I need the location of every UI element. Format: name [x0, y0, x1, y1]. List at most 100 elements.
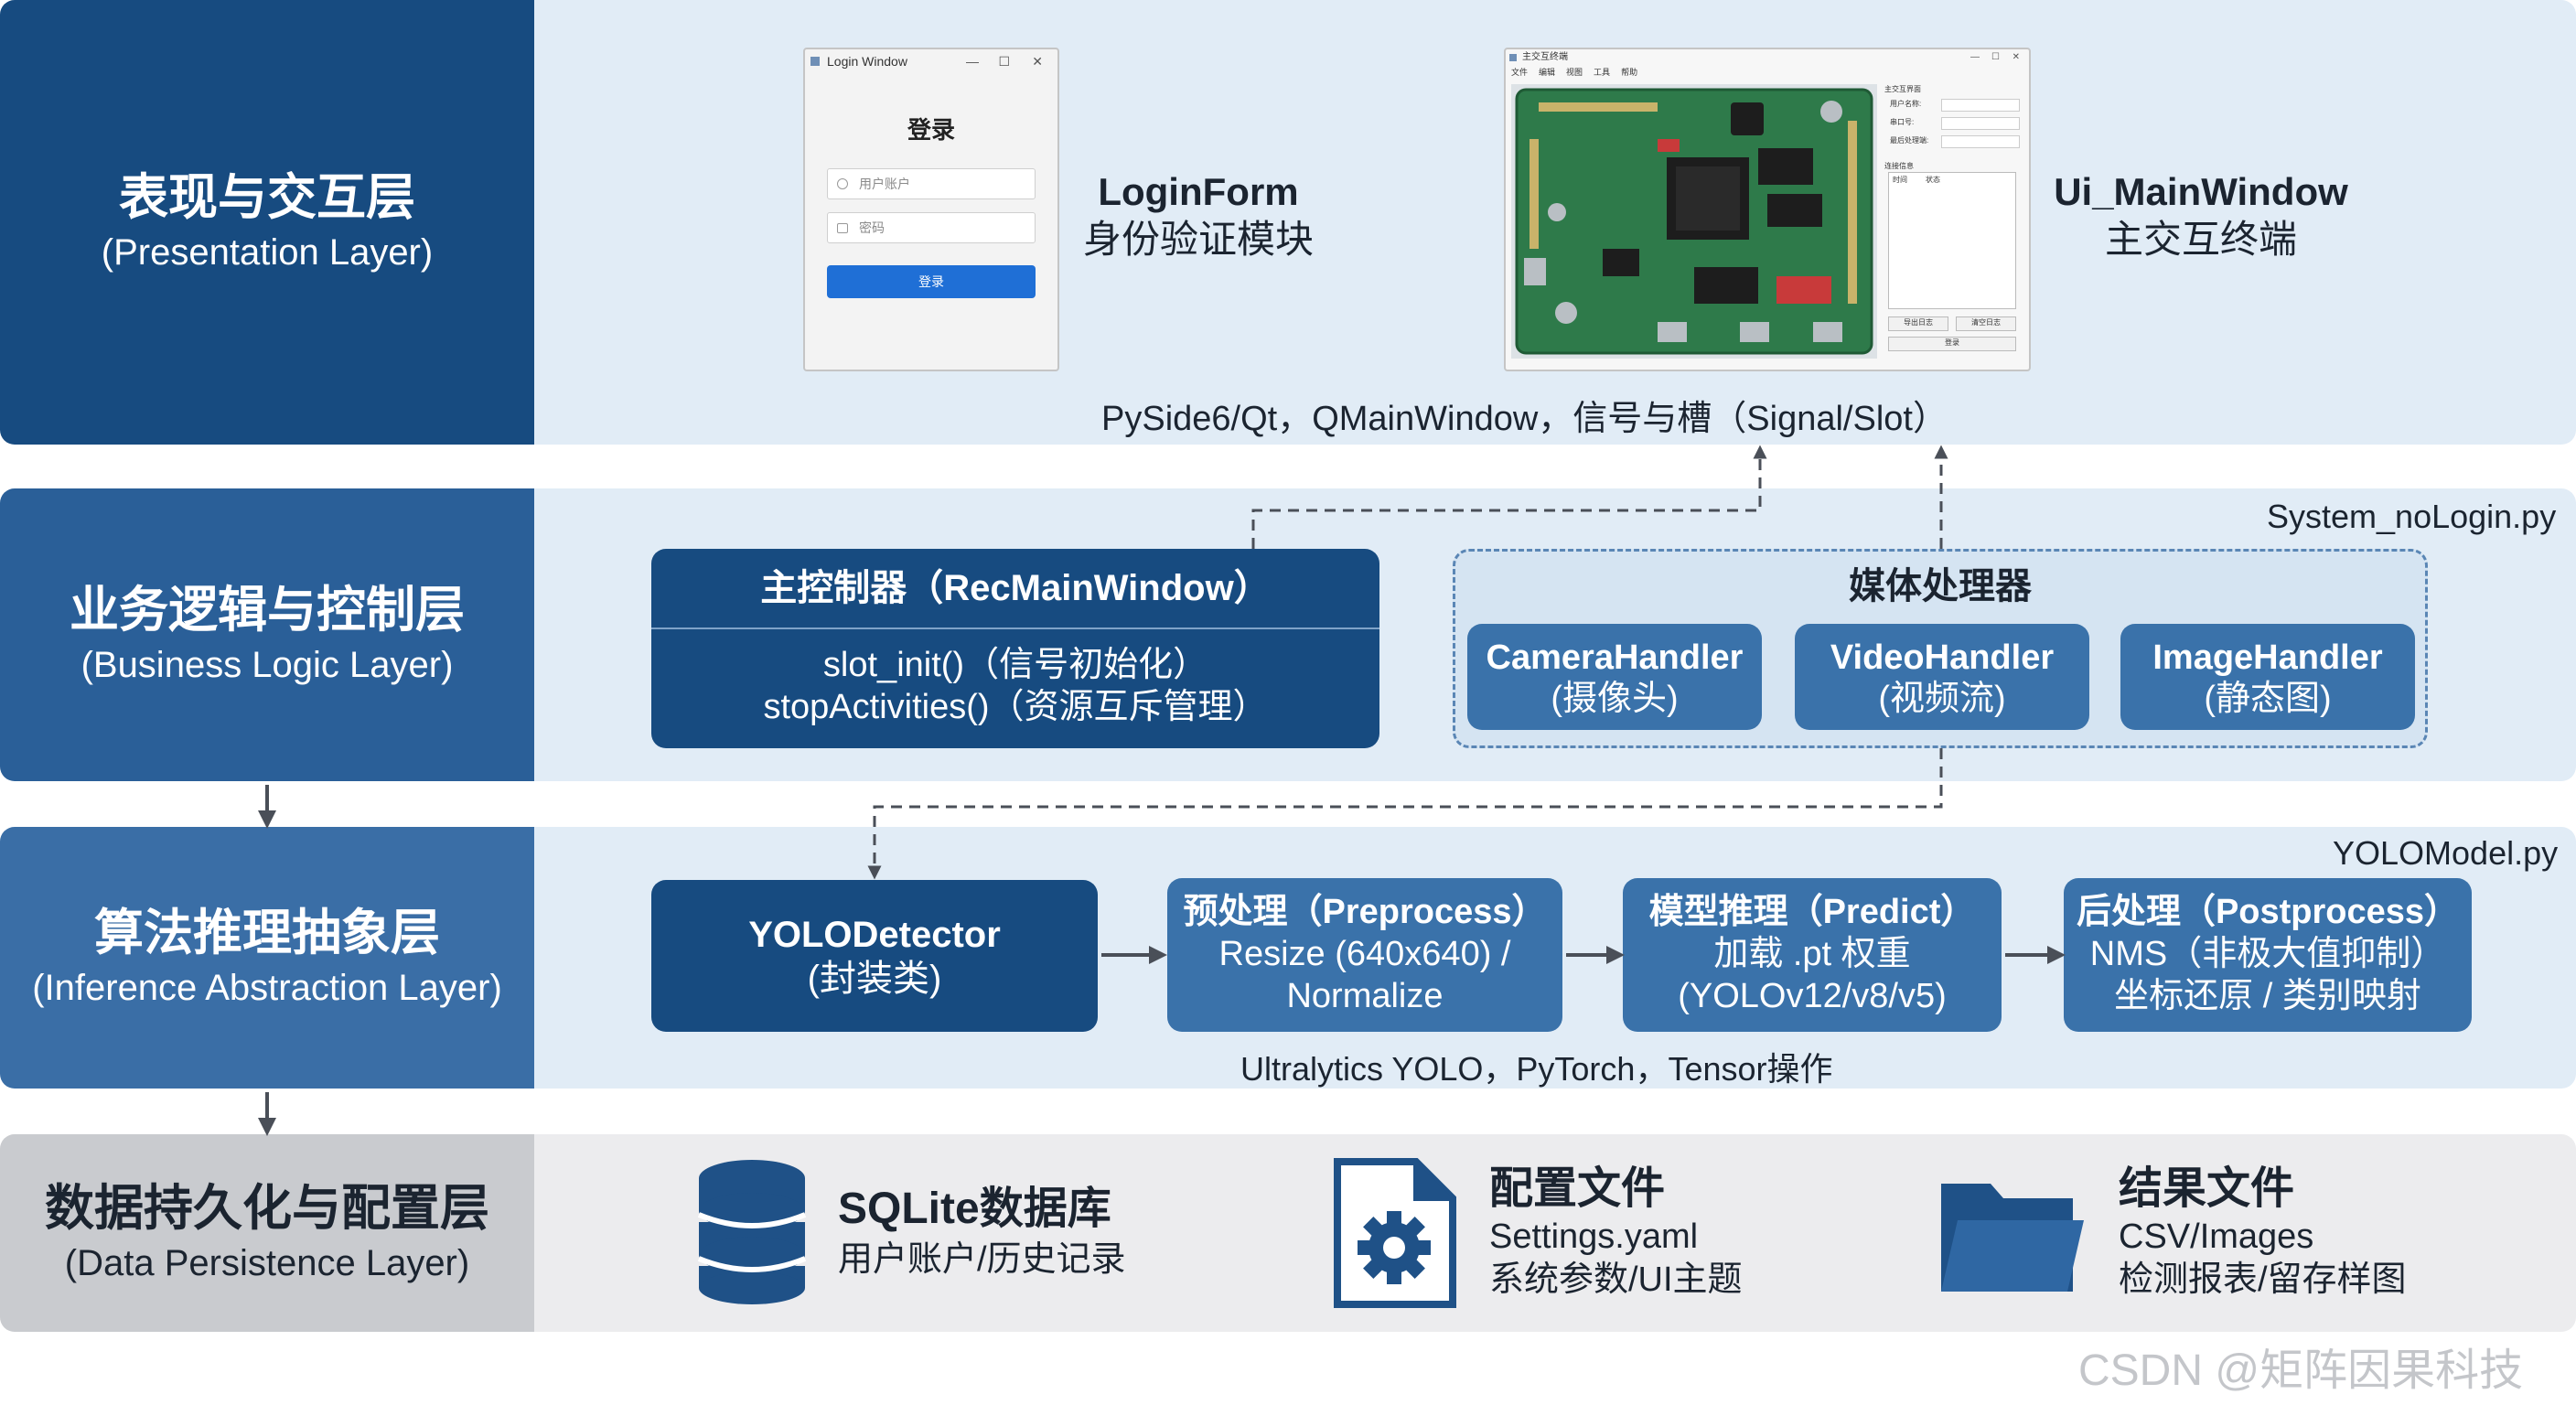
config-file-icon [1334, 1158, 1456, 1308]
folder-icon [1941, 1184, 2084, 1292]
layer-title-zh: 算法推理抽象层 [94, 906, 440, 960]
username-field[interactable]: 用户账户 [827, 168, 1036, 199]
image-handler-desc: (静态图) [2204, 680, 2332, 718]
field-input[interactable] [1941, 117, 2020, 130]
login-window-titlebar: Login Window — ☐ ✕ [805, 49, 1057, 73]
password-field[interactable]: 密码 [827, 212, 1036, 243]
result-block: 结果文件 CSV/Images 检测报表/留存样图 [2119, 1164, 2407, 1301]
password-placeholder: 密码 [859, 220, 885, 235]
login-window-title: Login Window [827, 54, 907, 69]
inference-layer-label: 算法推理抽象层 (Inference Abstraction Layer) [0, 827, 534, 1089]
maximize-icon[interactable]: ☐ [1991, 52, 2000, 62]
camera-handler-desc: (摄像头) [1551, 680, 1679, 718]
preprocess-title: 预处理（Preprocess） [1183, 893, 1547, 931]
user-icon [837, 178, 848, 189]
close-icon[interactable]: ✕ [2012, 52, 2020, 62]
login-heading: 登录 [907, 116, 955, 144]
yolo-detector-name: YOLODetector [748, 915, 1001, 955]
log-col-time: 时间 [1893, 176, 1907, 184]
business-file-tag: System_noLogin.py [2267, 498, 2557, 535]
menu-bar: 文件 编辑 视图 工具 帮助 [1511, 66, 1637, 78]
postprocess-line2: 坐标还原 / 类别映射 [2114, 977, 2421, 1015]
maximize-icon[interactable]: ☐ [998, 54, 1010, 69]
layer-title-zh: 数据持久化与配置层 [45, 1181, 489, 1236]
business-layer-label: 业务逻辑与控制层 (Business Logic Layer) [0, 488, 534, 781]
log-title: 连接信息 [1884, 162, 1914, 170]
postprocess-box: 后处理（Postprocess） NMS（非极大值抑制） 坐标还原 / 类别映射 [2064, 878, 2472, 1032]
media-processor-title: 媒体处理器 [1849, 566, 2032, 606]
main-controller-line2: stopActivities()（资源互斥管理） [763, 688, 1268, 726]
data-layer-label: 数据持久化与配置层 (Data Persistence Layer) [0, 1134, 534, 1332]
ui-main-name: Ui_MainWindow [2054, 170, 2348, 213]
control-panel: 主交互界面 用户名称: 串口号: 最后处理端: 连接信息 时间 状态 导出日志 … [1884, 84, 2022, 359]
yolo-detector-desc: (封装类) [807, 959, 942, 999]
preprocess-line1: Resize (640x640) / [1218, 935, 1511, 973]
menu-edit[interactable]: 编辑 [1539, 68, 1556, 77]
main-window-titlebar: 主交互终端 — ☐ ✕ [1506, 49, 2029, 66]
ui-main-desc: 主交互终端 [2104, 218, 2297, 261]
pcb-board-image [1511, 84, 1877, 359]
layer-title-zh: 表现与交互层 [119, 170, 415, 225]
predict-box: 模型推理（Predict） 加载 .pt 权重 (YOLOv12/v8/v5) [1623, 878, 2002, 1032]
result-line1: CSV/Images [2119, 1217, 2314, 1256]
inference-file-tag: YOLOModel.py [2333, 834, 2559, 872]
layer-title-en: (Business Logic Layer) [80, 645, 454, 685]
bottom-button[interactable]: 登录 [1888, 337, 2016, 351]
field-label: 最后处理端: [1890, 136, 1929, 145]
predict-line1: 加载 .pt 权重 [1713, 935, 1911, 973]
login-button[interactable]: 登录 [827, 265, 1036, 298]
sqlite-title: SQLite数据库 [838, 1185, 1111, 1233]
export-log-button[interactable]: 导出日志 [1888, 316, 1948, 331]
main-controller-title: 主控制器（RecMainWindow） [651, 549, 1379, 629]
result-title: 结果文件 [2119, 1164, 2295, 1213]
login-window: Login Window — ☐ ✕ 登录 用户账户 密码 登录 [803, 48, 1059, 371]
presentation-layer: 表现与交互层 (Presentation Layer) [0, 0, 2576, 445]
layer-title-zh: 业务逻辑与控制层 [70, 583, 465, 638]
panel-field-row: 用户名称: 串口号: 最后处理端: [1890, 99, 2020, 154]
app-icon [1509, 54, 1517, 61]
camera-handler-box: CameraHandler (摄像头) [1467, 624, 1762, 730]
layer-title-en: (Presentation Layer) [101, 232, 434, 273]
presentation-layer-label: 表现与交互层 (Presentation Layer) [0, 0, 534, 445]
predict-title: 模型推理（Predict） [1648, 893, 1976, 931]
close-icon[interactable]: ✕ [1032, 54, 1043, 69]
main-window-title: 主交互终端 [1522, 52, 1568, 62]
result-line2: 检测报表/留存样图 [2119, 1260, 2407, 1299]
minimize-icon[interactable]: — [1970, 52, 1980, 62]
field-input[interactable] [1941, 135, 2020, 148]
data-layer: 数据持久化与配置层 (Data Persistence Layer) [0, 1134, 2576, 1332]
config-line1: Settings.yaml [1489, 1217, 1699, 1256]
yolo-detector-box: YOLODetector (封装类) [651, 880, 1098, 1032]
image-handler-box: ImageHandler (静态图) [2120, 624, 2415, 730]
login-form-label: LoginForm 身份验证模块 [1079, 168, 1317, 263]
preprocess-line2: Normalize [1286, 977, 1444, 1015]
image-handler-name: ImageHandler [2152, 638, 2383, 677]
menu-file[interactable]: 文件 [1511, 68, 1529, 77]
layer-title-en: (Data Persistence Layer) [64, 1243, 470, 1283]
ui-main-label: Ui_MainWindow 主交互终端 [2045, 168, 2356, 263]
field-input[interactable] [1941, 99, 2020, 112]
video-handler-box: VideoHandler (视频流) [1795, 624, 2089, 730]
username-placeholder: 用户账户 [859, 177, 910, 191]
menu-view[interactable]: 视图 [1566, 68, 1583, 77]
main-window-thumbnail: 主交互终端 — ☐ ✕ 文件 编辑 视图 工具 帮助 [1504, 48, 2031, 371]
menu-tools[interactable]: 工具 [1594, 68, 1611, 77]
lock-icon [837, 223, 848, 233]
postprocess-line1: NMS（非极大值抑制） [2089, 935, 2446, 973]
preprocess-box: 预处理（Preprocess） Resize (640x640) / Norma… [1167, 878, 1562, 1032]
login-form-name: LoginForm [1098, 170, 1299, 213]
panel-title: 主交互界面 [1884, 85, 1921, 93]
video-handler-desc: (视频流) [1878, 680, 2006, 718]
camera-handler-name: CameraHandler [1486, 638, 1744, 677]
sqlite-desc: 用户账户/历史记录 [838, 1240, 1126, 1279]
inference-caption: Ultralytics YOLO，PyTorch，Tensor操作 [1240, 1050, 1833, 1088]
menu-help[interactable]: 帮助 [1621, 68, 1638, 77]
config-block: 配置文件 Settings.yaml 系统参数/UI主题 [1489, 1164, 1743, 1301]
postprocess-title: 后处理（Postprocess） [2076, 893, 2460, 931]
minimize-icon[interactable]: — [966, 54, 979, 69]
field-label: 串口号: [1890, 118, 1915, 126]
predict-line2: (YOLOv12/v8/v5) [1678, 977, 1947, 1015]
main-controller-line1: slot_init()（信号初始化） [822, 646, 1208, 684]
config-line2: 系统参数/UI主题 [1489, 1260, 1743, 1299]
clear-log-button[interactable]: 清空日志 [1956, 316, 2016, 331]
